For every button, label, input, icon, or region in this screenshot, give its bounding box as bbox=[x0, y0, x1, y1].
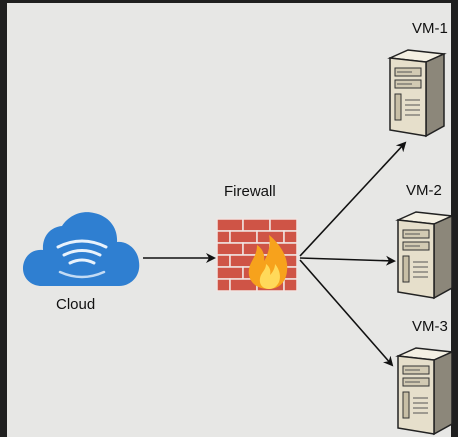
edge-firewall-vm3 bbox=[299, 259, 394, 367]
firewall-label: Firewall bbox=[224, 183, 276, 200]
server-icon bbox=[395, 347, 455, 436]
vm2-label: VM-2 bbox=[406, 182, 442, 199]
edge-firewall-vm2 bbox=[299, 255, 396, 266]
frame-left-edge bbox=[0, 0, 7, 437]
firewall-icon bbox=[216, 218, 298, 292]
server-icon bbox=[395, 211, 455, 300]
vm1-label: VM-1 bbox=[412, 20, 448, 37]
cloud-label: Cloud bbox=[56, 296, 96, 313]
vm3-label: VM-3 bbox=[412, 318, 448, 335]
frame-right-edge bbox=[451, 0, 458, 437]
server-icon bbox=[387, 49, 447, 138]
cloud-icon bbox=[22, 212, 140, 286]
edge-firewall-vm1 bbox=[299, 141, 407, 257]
frame-top-edge bbox=[0, 0, 458, 3]
